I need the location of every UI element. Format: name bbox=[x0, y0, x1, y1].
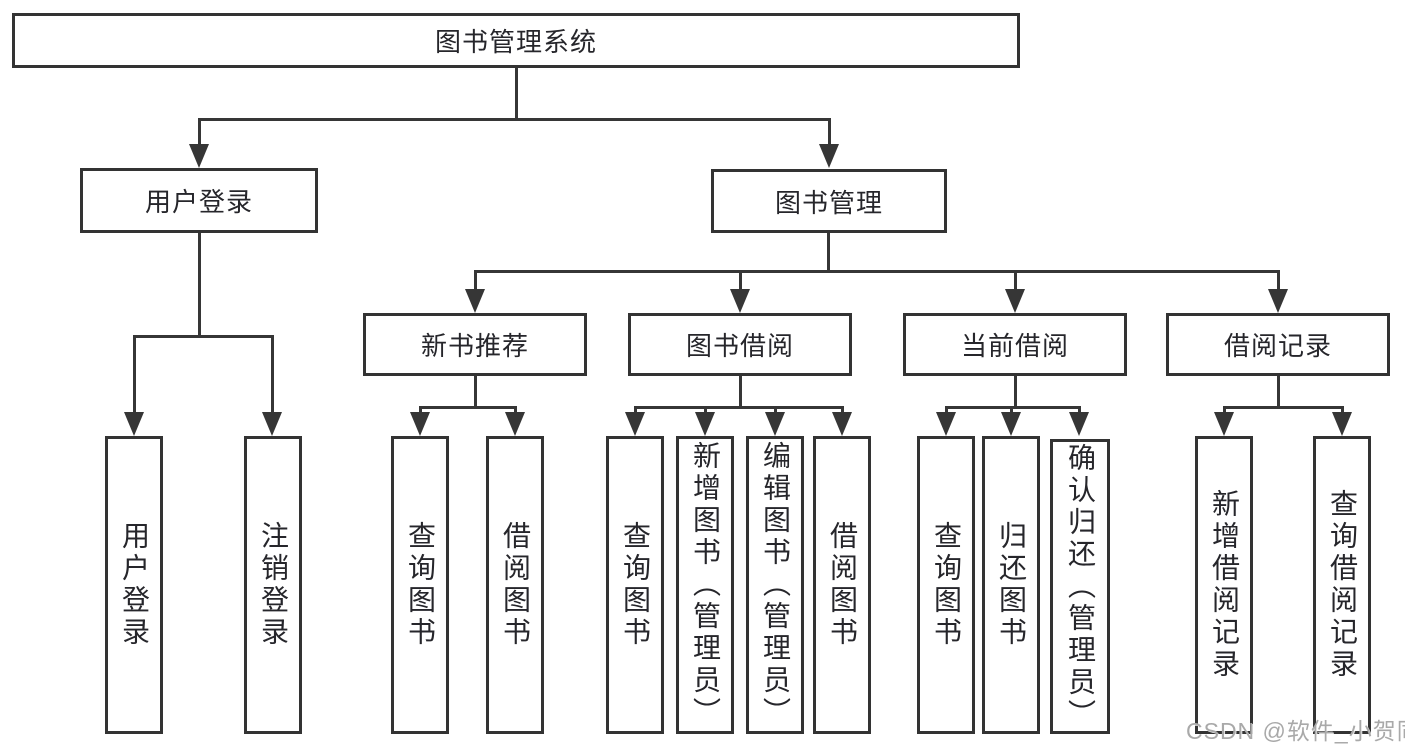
arrowhead-borrow-record bbox=[1268, 289, 1288, 313]
connector-book-borrow-drop bbox=[739, 270, 742, 293]
leaf-user-login-label: 用户登录 bbox=[119, 521, 150, 649]
arrowhead-user-login bbox=[189, 144, 209, 168]
leaf-nb-query-books: 查询图书 bbox=[391, 436, 449, 734]
node-new-book-recommend-label: 新书推荐 bbox=[420, 331, 529, 361]
connector-level2-rail bbox=[198, 118, 831, 121]
csdn-watermark: CSDN @软件_小贺同学 bbox=[1186, 718, 1405, 744]
arrowhead-bb-query bbox=[625, 412, 645, 436]
node-user-login-label: 用户登录 bbox=[144, 187, 253, 217]
connector-new-book-rail bbox=[419, 406, 517, 409]
node-book-management: 图书管理 bbox=[711, 169, 947, 233]
arrowhead-book-management bbox=[819, 144, 839, 168]
arrowhead-br-add bbox=[1214, 412, 1234, 436]
connector-new-book-stem bbox=[474, 376, 477, 409]
leaf-br-query-record: 查询借阅记录 bbox=[1313, 436, 1371, 734]
arrowhead-current-borrow bbox=[1005, 289, 1025, 313]
arrowhead-bb-edit bbox=[765, 412, 785, 436]
leaf-nb-query-books-label: 查询图书 bbox=[405, 521, 436, 649]
leaf-bb-edit-books-admin: 编辑图书（管理员） bbox=[746, 436, 804, 734]
leaf-bb-borrow-books: 借阅图书 bbox=[813, 436, 871, 734]
connector-level3-rail bbox=[474, 270, 1280, 273]
arrowhead-cb-return bbox=[1001, 412, 1021, 436]
leaf-bb-query-books-label: 查询图书 bbox=[620, 521, 651, 649]
connector-book-management-drop bbox=[828, 118, 831, 148]
connector-book-management-stem bbox=[827, 233, 830, 273]
leaf-cb-return-books: 归还图书 bbox=[982, 436, 1040, 734]
leaf-nb-borrow-books-label: 借阅图书 bbox=[500, 521, 531, 649]
leaf-nb-borrow-books: 借阅图书 bbox=[486, 436, 544, 734]
leaf-logout-label: 注销登录 bbox=[258, 521, 289, 649]
connector-borrow-record-drop bbox=[1277, 270, 1280, 293]
connector-current-borrow-rail bbox=[945, 406, 1081, 409]
leaf-bb-add-books-admin-label: 新增图书（管理员） bbox=[690, 441, 721, 729]
arrowhead-bb-add bbox=[695, 412, 715, 436]
arrowhead-bb-borrow bbox=[832, 412, 852, 436]
connector-borrow-record-stem bbox=[1277, 376, 1280, 409]
node-book-borrow-label: 图书借阅 bbox=[685, 331, 794, 361]
leaf-br-add-record: 新增借阅记录 bbox=[1195, 436, 1253, 734]
node-root-library-management-system: 图书管理系统 bbox=[12, 13, 1020, 68]
node-user-login: 用户登录 bbox=[80, 168, 318, 233]
leaf-br-add-record-label: 新增借阅记录 bbox=[1209, 489, 1240, 681]
arrowhead-leaf-login bbox=[124, 412, 144, 436]
arrowhead-nb-borrow bbox=[505, 412, 525, 436]
leaf-user-login: 用户登录 bbox=[105, 436, 163, 734]
leaf-cb-query-books: 查询图书 bbox=[917, 436, 975, 734]
arrowhead-cb-query bbox=[936, 412, 956, 436]
connector-current-borrow-drop bbox=[1014, 270, 1017, 293]
connector-user-login-drop bbox=[198, 118, 201, 148]
leaf-bb-edit-books-admin-label: 编辑图书（管理员） bbox=[760, 441, 791, 729]
connector-book-borrow-stem bbox=[739, 376, 742, 409]
leaf-cb-confirm-return-admin: 确认归还（管理员） bbox=[1050, 439, 1110, 734]
arrowhead-nb-query bbox=[410, 412, 430, 436]
node-book-management-label: 图书管理 bbox=[774, 187, 883, 218]
arrowhead-br-query bbox=[1332, 412, 1352, 436]
leaf-bb-add-books-admin: 新增图书（管理员） bbox=[676, 436, 734, 734]
leaf-cb-confirm-return-admin-label: 确认归还（管理员） bbox=[1065, 442, 1096, 731]
leaf-bb-query-books: 查询图书 bbox=[606, 436, 664, 734]
node-current-borrow: 当前借阅 bbox=[903, 313, 1127, 376]
arrowhead-book-borrow bbox=[730, 289, 750, 313]
node-borrow-record-label: 借阅记录 bbox=[1223, 331, 1332, 361]
node-current-borrow-label: 当前借阅 bbox=[960, 331, 1069, 361]
connector-leaf-logout-drop bbox=[271, 335, 274, 418]
connector-root-stem bbox=[515, 68, 518, 121]
leaf-cb-query-books-label: 查询图书 bbox=[931, 521, 962, 649]
connector-current-borrow-stem bbox=[1014, 376, 1017, 409]
arrowhead-cb-confirm bbox=[1069, 412, 1089, 436]
connector-user-login-rail bbox=[133, 335, 274, 338]
connector-book-borrow-rail bbox=[634, 406, 844, 409]
connector-new-book-drop bbox=[474, 270, 477, 293]
leaf-logout: 注销登录 bbox=[244, 436, 302, 734]
arrowhead-leaf-logout bbox=[262, 412, 282, 436]
node-root-label: 图书管理系统 bbox=[434, 27, 597, 57]
node-book-borrow: 图书借阅 bbox=[628, 313, 852, 376]
leaf-cb-return-books-label: 归还图书 bbox=[996, 521, 1027, 649]
connector-leaf-login-drop bbox=[133, 335, 136, 418]
node-borrow-record: 借阅记录 bbox=[1166, 313, 1390, 376]
arrowhead-new-book bbox=[465, 289, 485, 313]
node-new-book-recommend: 新书推荐 bbox=[363, 313, 587, 376]
leaf-br-query-record-label: 查询借阅记录 bbox=[1327, 489, 1358, 681]
connector-user-login-stem bbox=[198, 233, 201, 338]
connector-borrow-record-rail bbox=[1223, 406, 1344, 409]
leaf-bb-borrow-books-label: 借阅图书 bbox=[827, 521, 858, 649]
